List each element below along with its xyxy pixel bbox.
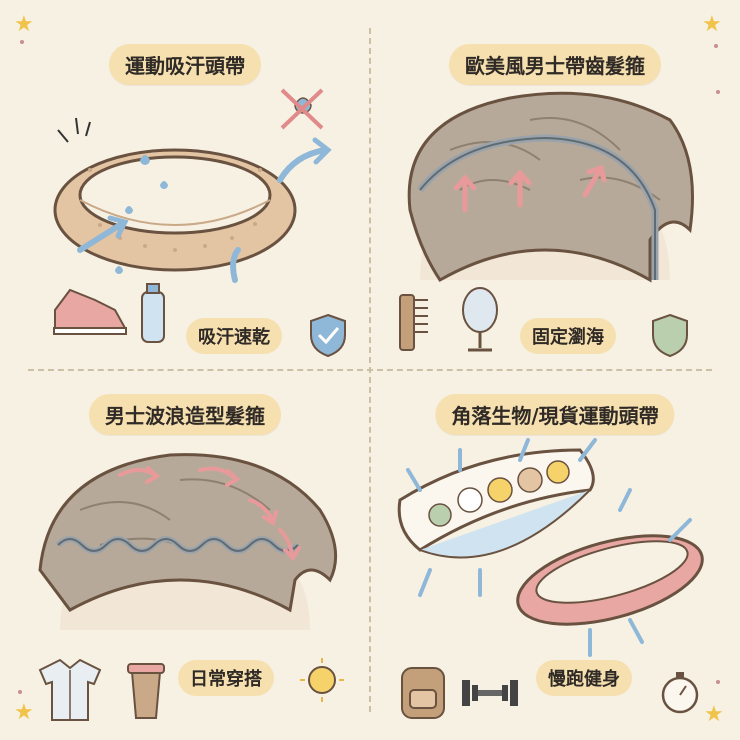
decor-dot [18,690,22,694]
panel-title: 歐美風男士帶齒髮箍 [449,44,661,85]
coffee-cup-icon [127,663,165,719]
star-icon: ★ [702,12,722,37]
decor-dot [714,44,718,48]
panel-wavy-hairband: 男士波浪造型髮箍 日常穿搭 [10,380,360,730]
star-icon: ★ [14,700,34,725]
comb-icon [399,294,428,351]
sneaker-icon [53,288,127,335]
decor-dot [20,40,24,44]
feature-label: 日常穿搭 [178,660,274,696]
feature-label: 吸汗速乾 [186,318,282,354]
backpack-icon [401,667,445,719]
panel-title: 男士波浪造型髮箍 [89,394,281,435]
panel-sport-headband: 運動吸汗頭帶 吸汗速乾 [10,10,360,360]
feature-label: 固定瀏海 [520,318,616,354]
decor-dot [716,90,720,94]
panel-divider-horizontal [28,369,712,371]
stopwatch-icon [661,672,699,714]
shield-check-icon [310,313,346,358]
character-headband-illustration [397,438,704,719]
dumbbell-icon [462,680,518,706]
star-icon: ★ [704,702,724,727]
sun-icon [300,658,344,702]
wavy-hairband-illustration [38,453,344,721]
panel-toothed-hairband: 歐美風男士帶齒髮箍 固定瀏海 [380,10,730,360]
decor-dot [716,680,720,684]
star-icon: ★ [14,12,34,37]
shield-icon [652,313,688,358]
panel-character-headband: 角落生物/現貨運動頭帶 慢跑健身 [380,380,730,730]
panel-title: 角落生物/現貨運動頭帶 [435,394,675,435]
water-bottle-icon [141,283,165,343]
panel-title: 運動吸汗頭帶 [109,44,261,85]
toothed-hairband-illustration [399,91,694,358]
shirt-icon [38,658,102,721]
feature-label: 慢跑健身 [536,660,632,696]
sweatband-illustration [53,88,346,358]
mirror-icon [462,287,498,352]
